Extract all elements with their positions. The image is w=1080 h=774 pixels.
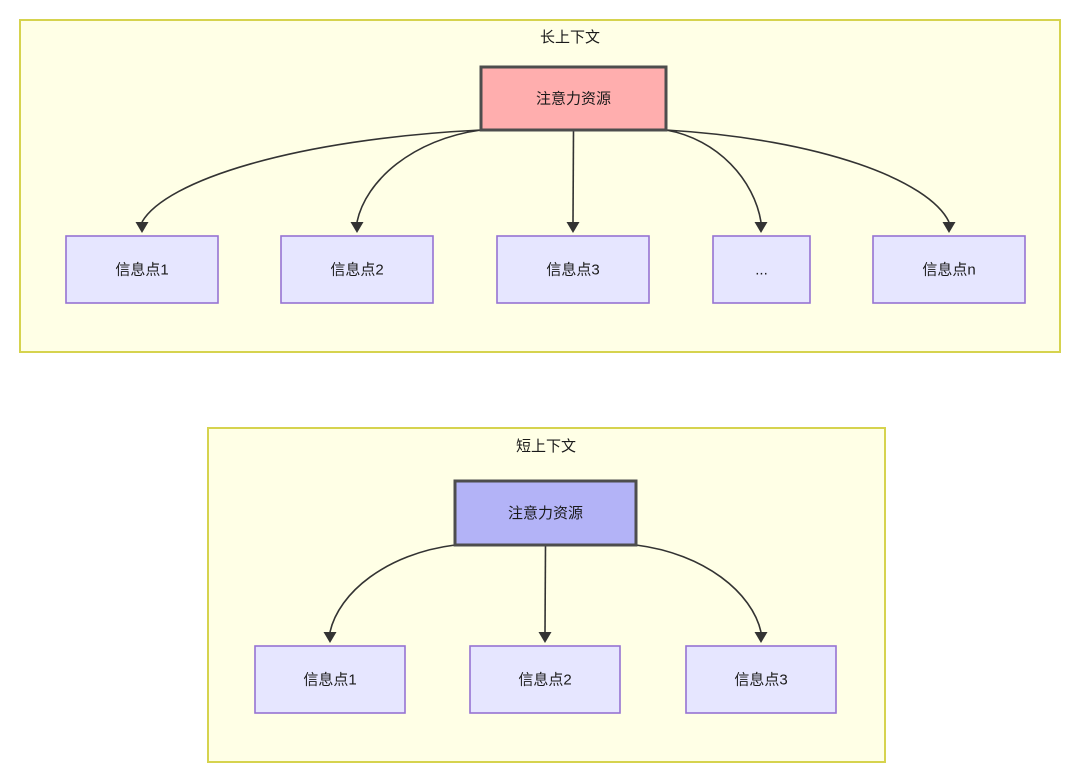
info-node-label-2: 信息点2 [330, 261, 383, 278]
edge-root-to-info-1 [141, 129, 482, 223]
edge-layer [135, 129, 956, 233]
info-node-label-1: 信息点1 [303, 671, 356, 688]
info-node-label-3: 信息点3 [546, 261, 599, 278]
arrow-head-down-icon [538, 632, 552, 643]
panel-title: 长上下文 [540, 29, 600, 46]
info-node-box-2[interactable] [469, 645, 621, 714]
info-node-label-5: 信息点n [922, 261, 975, 278]
edge-root-to-info-3 [635, 544, 762, 633]
edge-root-to-info-1 [329, 544, 456, 633]
info-node-label-2: 信息点2 [518, 671, 571, 688]
arrow-head-down-icon [350, 222, 364, 233]
info-node-box-3[interactable] [496, 235, 650, 304]
root-node-box[interactable] [479, 65, 668, 132]
root-node-box[interactable] [453, 479, 638, 547]
info-node-box-3[interactable] [685, 645, 837, 714]
arrow-head-down-icon [135, 222, 149, 233]
edge-root-to-info-3 [572, 129, 575, 223]
edge-root-to-info-2 [356, 129, 482, 223]
edge-root-to-info-2 [544, 544, 547, 633]
edge-root-to-info-5 [665, 129, 950, 223]
info-node-label-4: ... [755, 261, 768, 278]
arrow-head-down-icon [942, 222, 956, 233]
info-node-box-2[interactable] [280, 235, 434, 304]
arrow-head-down-icon [566, 222, 580, 233]
info-node-box-1[interactable] [65, 235, 219, 304]
edge-layer [323, 544, 768, 643]
arrow-head-down-icon [323, 632, 337, 643]
edge-root-to-info-4 [665, 129, 762, 223]
info-node-box-4[interactable] [712, 235, 811, 304]
info-node-box-5[interactable] [872, 235, 1026, 304]
info-node-label-3: 信息点3 [734, 671, 787, 688]
root-node-label: 注意力资源 [508, 504, 583, 522]
info-node-label-1: 信息点1 [115, 261, 168, 278]
info-node-box-1[interactable] [254, 645, 406, 714]
arrow-head-down-icon [754, 222, 768, 233]
panel-title: 短上下文 [516, 438, 576, 455]
root-node-label: 注意力资源 [536, 89, 611, 107]
arrow-head-down-icon [754, 632, 768, 643]
